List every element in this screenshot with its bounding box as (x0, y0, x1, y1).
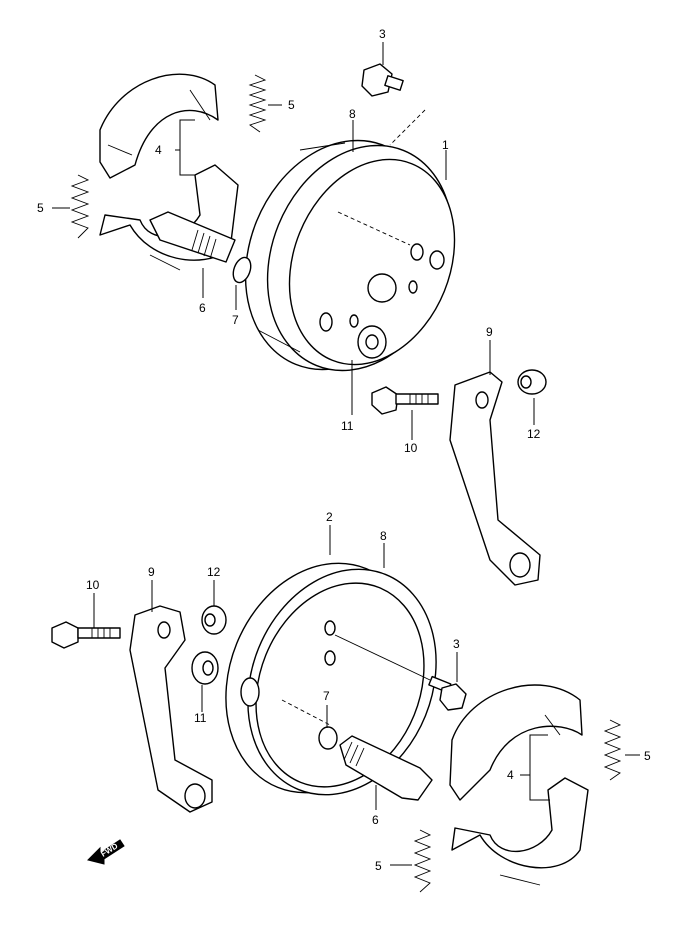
upper-spring-5b (70, 174, 90, 239)
callout-lower-10: 10 (86, 578, 100, 592)
upper-washer-11 (357, 325, 387, 359)
upper-bolt-10 (371, 386, 439, 415)
lower-washer-11 (191, 651, 219, 685)
lower-brake-shoe-top (449, 684, 583, 801)
lower-spring-5b (413, 829, 432, 893)
lower-bolt-3 (334, 634, 467, 711)
callout-lower-7: 7 (323, 689, 330, 703)
callout-lower-8: 8 (380, 529, 387, 543)
callout-lower-11: 11 (194, 711, 207, 725)
upper-brake-shoe-top (99, 73, 219, 179)
lower-camshaft-6 (339, 735, 433, 801)
lower-callouts: 2 8 3 4 5 5 6 7 9 10 12 11 (86, 510, 651, 873)
callout-upper-9: 9 (486, 325, 493, 339)
lower-assembly: FWD (51, 525, 640, 893)
upper-callouts: 3 8 1 4 5 5 6 7 9 11 10 12 (37, 27, 541, 455)
lower-brake-panel (225, 562, 437, 796)
upper-camshaft-6 (149, 211, 236, 263)
upper-bolt-3 (361, 63, 426, 146)
upper-assembly (52, 42, 547, 586)
callout-lower-5a: 5 (644, 749, 651, 763)
callout-upper-11: 11 (341, 419, 354, 433)
callout-upper-1: 1 (442, 138, 449, 152)
upper-nut-12 (517, 369, 547, 395)
upper-leader-lines (52, 42, 535, 440)
upper-lever-9 (449, 371, 541, 586)
lower-leader-lines (93, 525, 640, 866)
lower-nut-12 (201, 605, 227, 635)
callout-lower-3: 3 (453, 637, 460, 651)
callout-upper-12: 12 (527, 427, 541, 441)
lower-bolt-10 (51, 621, 121, 649)
callout-upper-5a: 5 (288, 98, 295, 112)
upper-brake-drum (244, 139, 456, 372)
callout-upper-8: 8 (349, 107, 356, 121)
callout-lower-9: 9 (148, 565, 155, 579)
callout-lower-6: 6 (372, 813, 379, 827)
upper-spring-5a (248, 74, 267, 133)
upper-oring-7 (232, 256, 252, 284)
callout-upper-3: 3 (379, 27, 386, 41)
fwd-arrow-icon: FWD (87, 839, 125, 865)
lower-lever-9 (129, 605, 213, 813)
callout-upper-10: 10 (404, 441, 418, 455)
callout-lower-2: 2 (326, 510, 333, 524)
callout-upper-7: 7 (232, 313, 239, 327)
lower-spring-5a (603, 719, 622, 781)
lower-oring-7 (318, 726, 338, 750)
callout-lower-12: 12 (207, 565, 221, 579)
callout-lower-5b: 5 (375, 859, 382, 873)
callout-upper-6: 6 (199, 301, 206, 315)
callout-lower-4: 4 (507, 768, 514, 782)
callout-upper-5b: 5 (37, 201, 44, 215)
lower-brake-shoe-bottom (451, 777, 589, 886)
callout-upper-4: 4 (155, 143, 162, 157)
